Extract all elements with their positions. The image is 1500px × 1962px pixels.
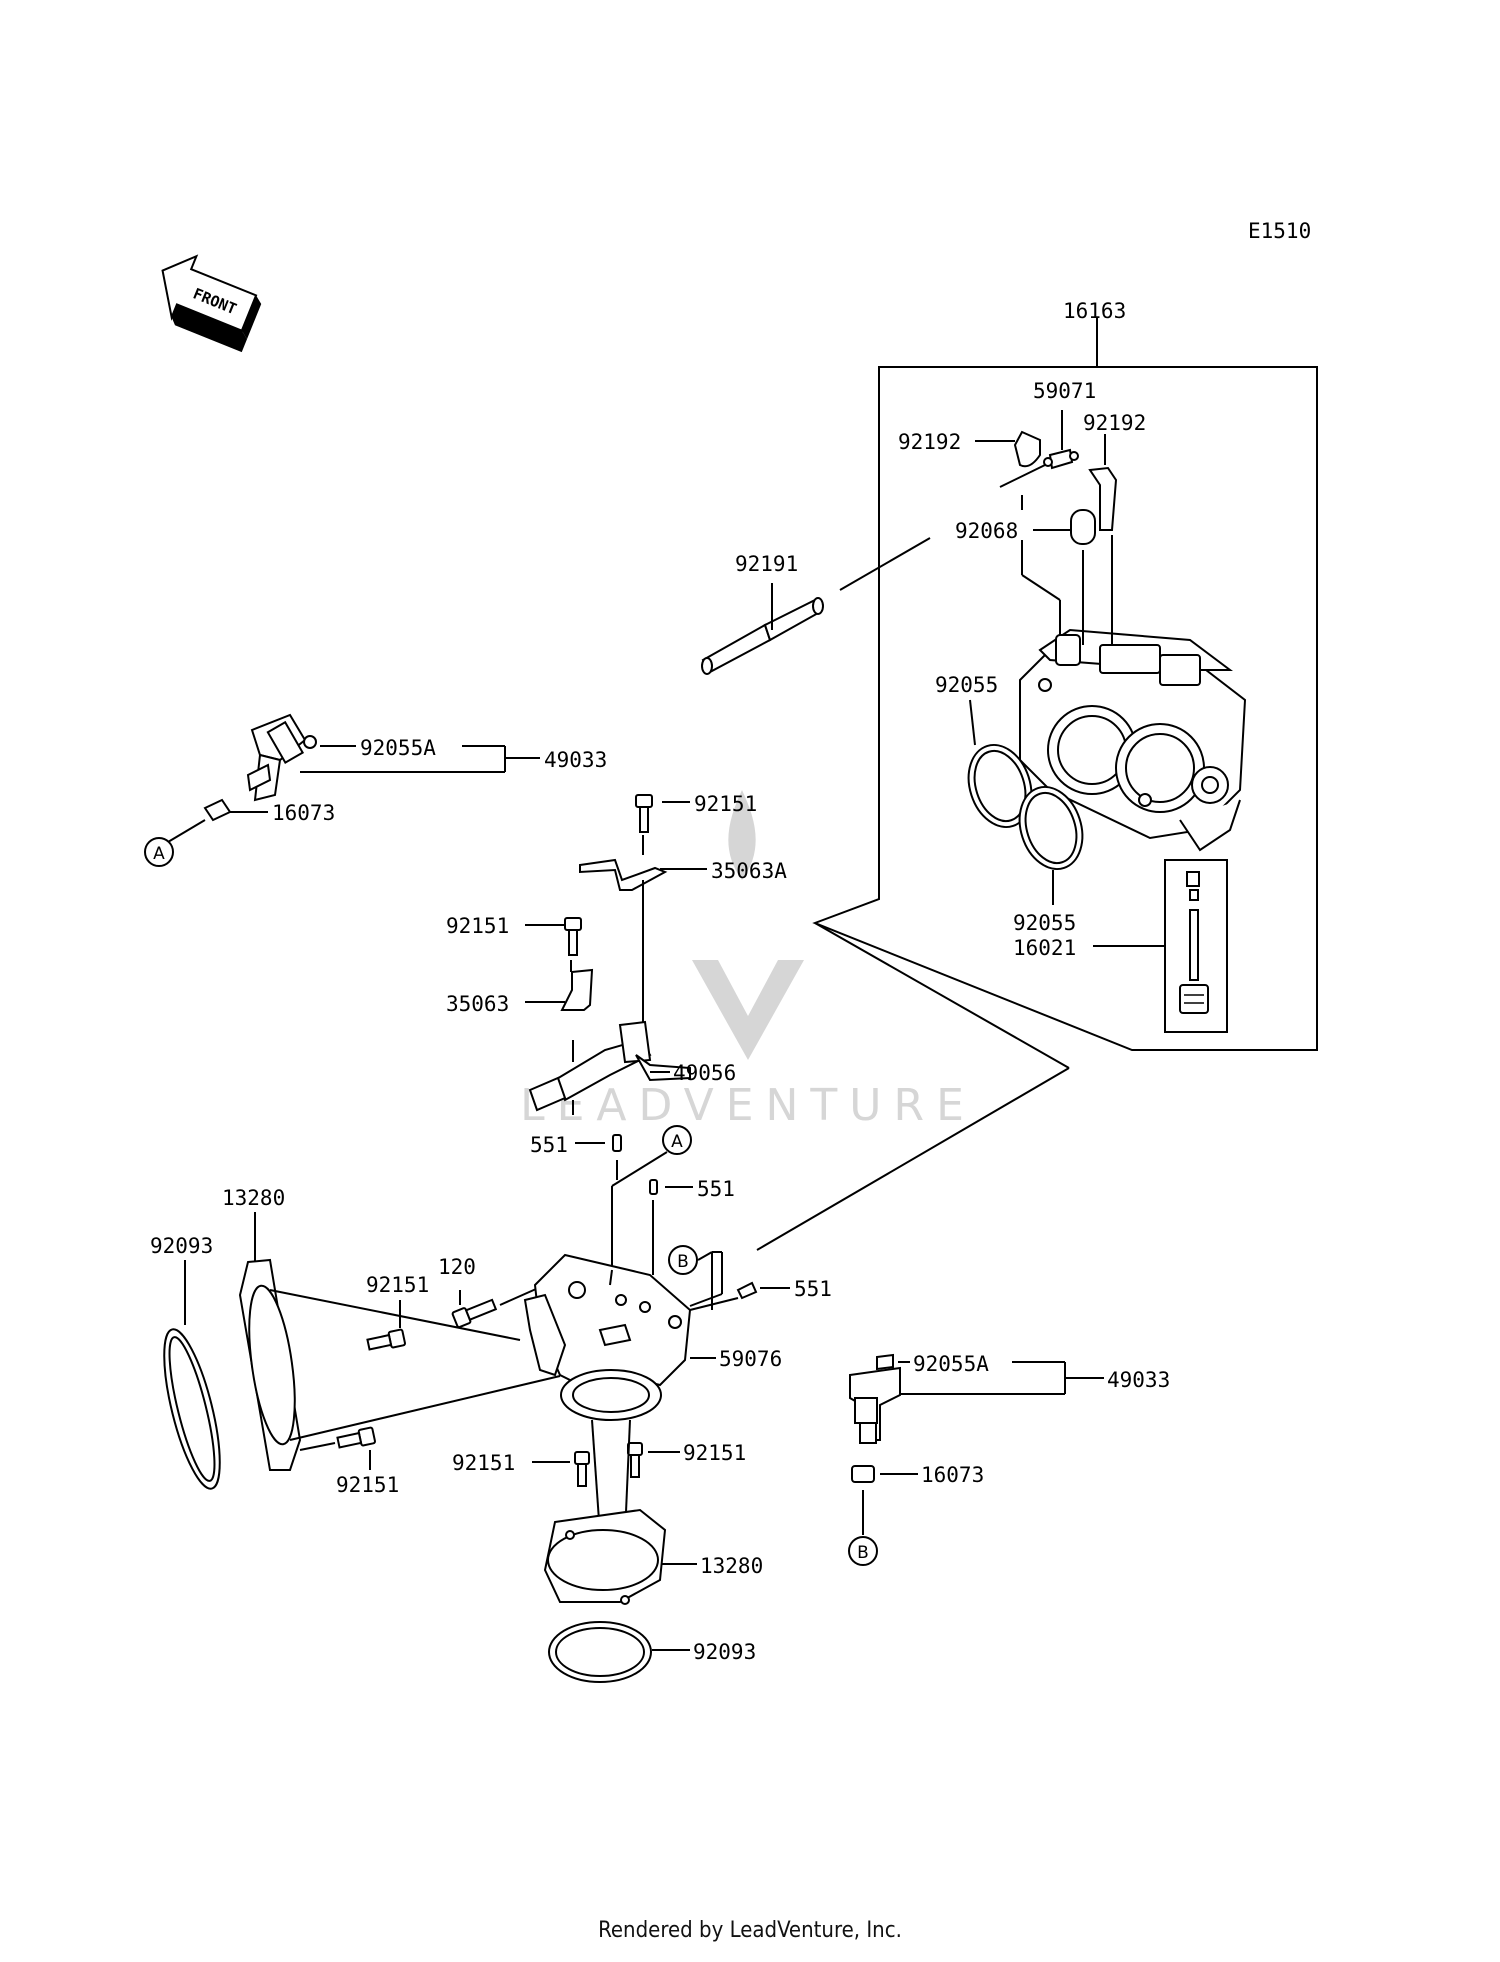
- o-ring-92055A-lower-part: [876, 1353, 894, 1371]
- joint-59071-part: [1043, 410, 1079, 470]
- pin-551-mid-part: [649, 1179, 658, 1195]
- label-35063A: 35063A: [711, 859, 787, 883]
- label-59071: 59071: [1033, 379, 1096, 403]
- intake-59076-part: [523, 1253, 692, 1421]
- label-551-upper: 551: [530, 1133, 568, 1157]
- bolt-92151-upper-part: [635, 794, 653, 833]
- label-92151-mid: 92151: [446, 914, 509, 938]
- front-arrow-icon: FRONT: [161, 254, 262, 353]
- label-92151-left-lower: 92151: [336, 1473, 399, 1497]
- label-92151-bottom-left: 92151: [452, 1451, 515, 1475]
- label-16073-upper: 16073: [272, 801, 335, 825]
- label-551-right: 551: [794, 1277, 832, 1301]
- throttle-body-assembly-group: 59071 92192 92192 92068 92055 92055: [812, 318, 1318, 1051]
- throttle-body-part: [1019, 628, 1247, 852]
- label-92055A-upper: 92055A: [360, 736, 436, 760]
- cap-16073-lower-part: [851, 1465, 875, 1483]
- callout-a-upper: [144, 837, 174, 867]
- label-16021: 16021: [1013, 936, 1076, 960]
- callout-b-lower-text: B: [857, 1543, 869, 1563]
- bolt-92151-left-upper-part: [366, 1328, 406, 1351]
- diagram-code: E1510: [1248, 219, 1311, 243]
- fuel-pipe-49056-part: [528, 1020, 691, 1112]
- label-92151-left-upper: 92151: [366, 1273, 429, 1297]
- screw-16021-part: [1164, 859, 1228, 1033]
- label-92151-upper: 92151: [694, 792, 757, 816]
- bolt-92151-bottom-right-part: [627, 1442, 643, 1478]
- bolt-120-part: [451, 1298, 498, 1329]
- flange-13280-bottom-part: [543, 1508, 667, 1605]
- label-13280-bottom: 13280: [700, 1554, 763, 1578]
- label-92192-right: 92192: [1083, 411, 1146, 435]
- label-49033-upper: 49033: [544, 748, 607, 772]
- label-92093-left: 92093: [150, 1234, 213, 1258]
- callout-b-lower: [848, 1536, 878, 1566]
- injector-49033-lower-part: [849, 1366, 901, 1444]
- hose-92192-left-part: [1013, 430, 1041, 468]
- label-49033-lower: 49033: [1107, 1368, 1170, 1392]
- leadventure-watermark: LEADVENTURE: [520, 790, 976, 1131]
- pin-551-upper-part: [612, 1134, 622, 1152]
- bolt-92151-mid-part: [564, 917, 582, 956]
- label-92093-bottom: 92093: [693, 1640, 756, 1664]
- cap-92068-part: [1070, 509, 1096, 545]
- rod-92191-part: [701, 537, 931, 675]
- label-35063: 35063: [446, 992, 509, 1016]
- flange-13280-left-part: [238, 1258, 302, 1471]
- bracket-35063A-part: [579, 858, 668, 891]
- label-120: 120: [438, 1255, 476, 1279]
- label-92055-lower: 92055: [1013, 911, 1076, 935]
- callout-a-upper-text: A: [153, 844, 165, 864]
- bracket-35063-part: [560, 968, 594, 1011]
- callout-a-lower-text: A: [671, 1132, 683, 1152]
- label-49056: 49056: [673, 1061, 736, 1085]
- label-551-mid: 551: [697, 1177, 735, 1201]
- gasket-92093-bottom-part: [548, 1621, 652, 1683]
- callout-a-lower: [662, 1125, 692, 1155]
- label-92068: 92068: [955, 519, 1018, 543]
- watermark-text: LEADVENTURE: [520, 1080, 976, 1131]
- label-16073-lower: 16073: [921, 1463, 984, 1487]
- footer-credit: Rendered by LeadVenture, Inc.: [598, 1918, 902, 1943]
- pin-551-right-part: [736, 1281, 758, 1300]
- label-92191: 92191: [735, 552, 798, 576]
- label-13280-left: 13280: [222, 1186, 285, 1210]
- label-92192-left: 92192: [898, 430, 961, 454]
- bolt-92151-left-lower-part: [336, 1426, 376, 1449]
- gasket-92093-left-part: [163, 1328, 221, 1490]
- label-92151-bottom-right: 92151: [683, 1441, 746, 1465]
- callout-b-upper-text: B: [677, 1252, 689, 1272]
- callout-b-upper: [668, 1245, 698, 1275]
- label-16163: 16163: [1063, 299, 1126, 323]
- label-92055-upper: 92055: [935, 673, 998, 697]
- injector-49033-upper-part: [203, 713, 317, 822]
- label-59076: 59076: [719, 1347, 782, 1371]
- bolt-92151-bottom-left-part: [574, 1451, 590, 1487]
- hose-92192-right-part: [1088, 466, 1118, 531]
- label-92055A-lower: 92055A: [913, 1352, 989, 1376]
